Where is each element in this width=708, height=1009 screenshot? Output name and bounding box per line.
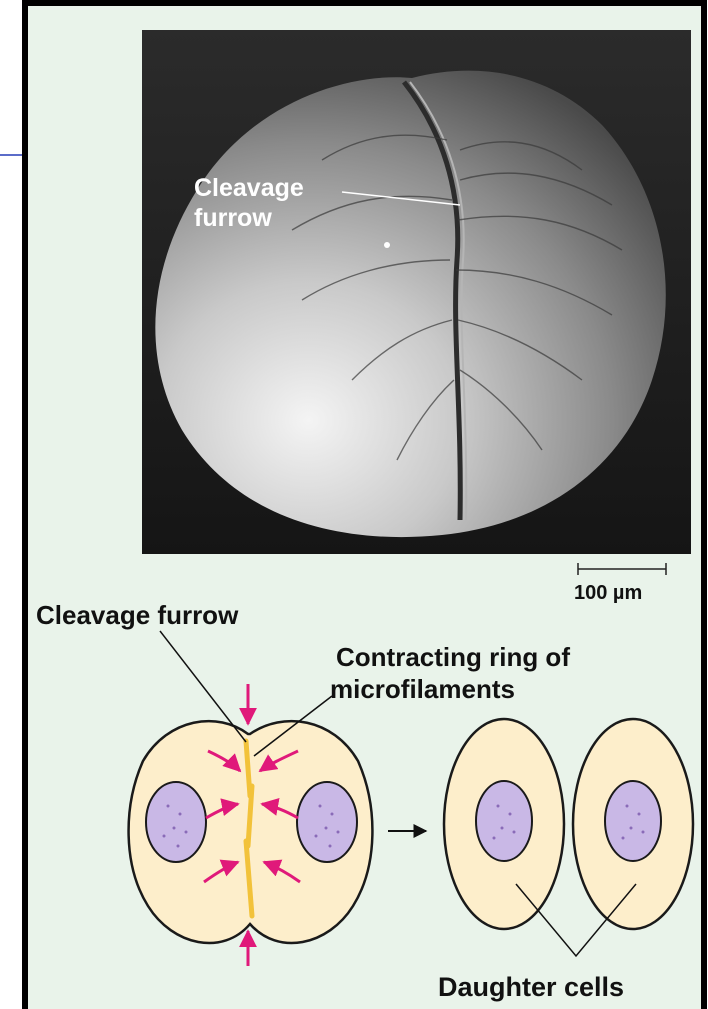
daughter-cell-left: [444, 719, 564, 929]
daughter-cell-right: [573, 719, 693, 929]
page-edge-rule: [0, 154, 22, 156]
cell-division-diagram: [28, 6, 707, 1009]
figure-panel: Cleavage furrow 100 µm Cleavage furrow C…: [22, 0, 707, 1009]
dividing-cell: [129, 684, 373, 966]
